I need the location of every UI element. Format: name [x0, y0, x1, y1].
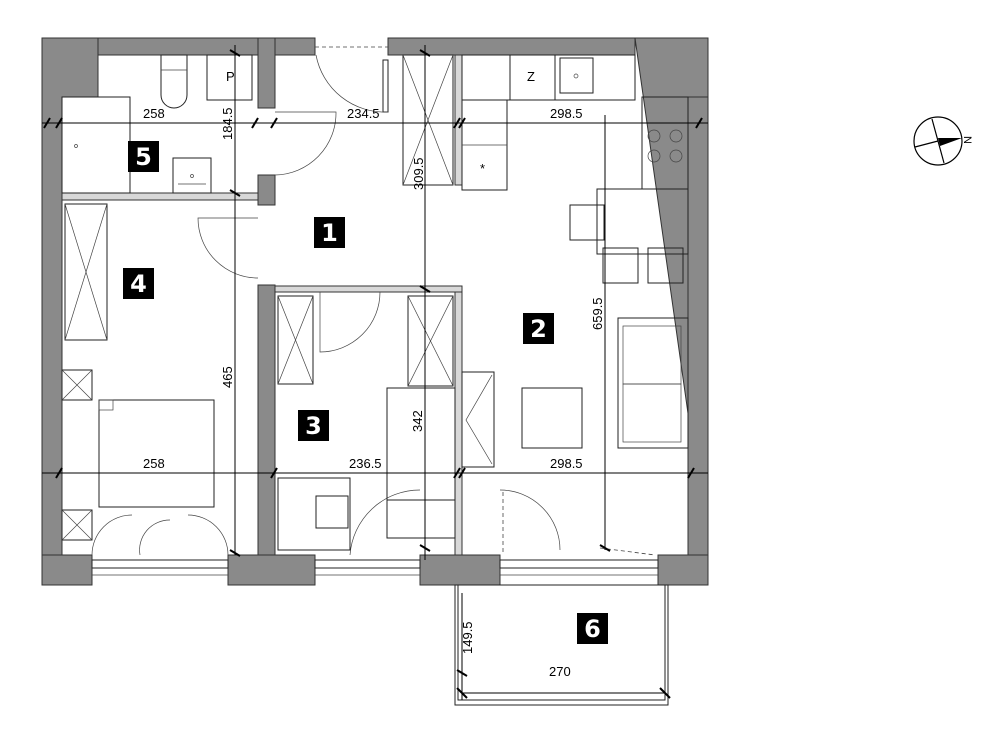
dim-kitchen-width: 298.5	[550, 106, 583, 121]
svg-text:1: 1	[321, 219, 338, 247]
windows	[91, 559, 659, 576]
dim-hall-width: 234.5	[347, 106, 380, 121]
dim-bedroom-depth: 465	[220, 366, 235, 388]
dim-bath-width: 258	[143, 106, 165, 121]
room-label-4: 4	[123, 268, 154, 299]
room-label-1: 1	[314, 217, 345, 248]
furniture: P Z *	[61, 54, 689, 551]
room-label-3: 3	[298, 410, 329, 441]
compass-icon: N	[913, 116, 973, 166]
dimension-lines	[42, 45, 708, 700]
washer-label: P	[226, 69, 235, 84]
svg-text:3: 3	[305, 412, 322, 440]
dim-room3-depth: 342	[410, 410, 425, 432]
dim-balcony-depth: 149.5	[460, 621, 475, 654]
room-label-6: 6	[577, 613, 608, 644]
svg-text:5: 5	[135, 143, 152, 171]
dim-balcony-width: 270	[549, 664, 571, 679]
walls	[41, 37, 709, 586]
entrance-door	[315, 46, 389, 113]
balcony	[454, 584, 669, 706]
svg-text:2: 2	[530, 315, 547, 343]
interior-doors	[91, 111, 656, 556]
dim-living-width: 298.5	[550, 456, 583, 471]
dim-room3-width: 236.5	[349, 456, 382, 471]
dim-bath-depth: 184.5	[220, 107, 235, 140]
svg-text:6: 6	[584, 615, 601, 643]
north-label: N	[961, 136, 973, 144]
svg-text:4: 4	[130, 270, 147, 298]
fridge-label: Z	[527, 69, 535, 84]
room-label-2: 2	[523, 313, 554, 344]
dimension-labels: 258 184.5 234.5 309.5 298.5 659.5 465 25…	[143, 106, 605, 679]
room-label-5: 5	[128, 141, 159, 172]
dim-bedroom-width: 258	[143, 456, 165, 471]
dim-hall-depth: 309.5	[411, 157, 426, 190]
dim-living-depth: 659.5	[590, 297, 605, 330]
hood-symbol: *	[480, 161, 485, 176]
